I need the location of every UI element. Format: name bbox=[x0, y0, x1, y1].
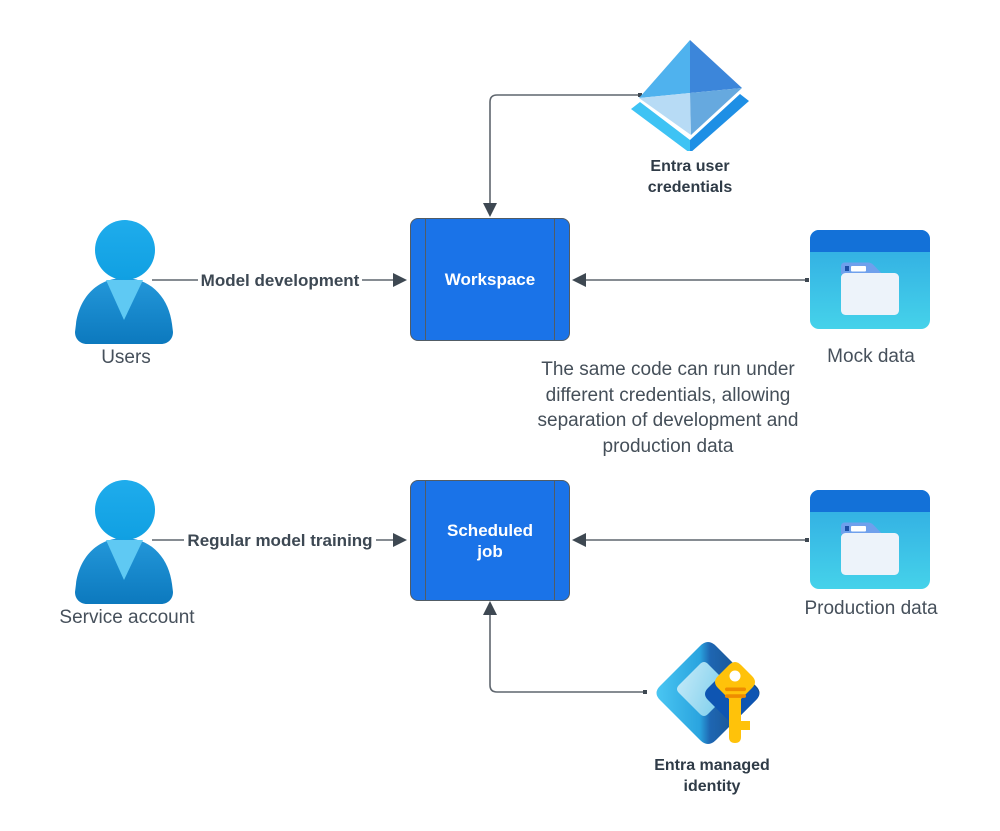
entra-user-credentials-caption-line2: credentials bbox=[647, 179, 733, 196]
arrowhead-into-scheduledjob-bottom bbox=[483, 601, 497, 615]
connector-start-dot bbox=[643, 690, 647, 694]
production-data-caption: Production data bbox=[804, 598, 938, 619]
arrowhead-into-scheduledjob-right bbox=[572, 533, 586, 547]
connector-start-dot bbox=[805, 278, 809, 282]
arrowhead-into-workspace-right bbox=[572, 273, 586, 287]
edge-entra-user-to-workspace bbox=[489, 94, 641, 203]
note-text: The same code can run under different cr… bbox=[537, 359, 799, 457]
connector-start-dot bbox=[638, 93, 642, 97]
entra-user-credentials-caption: Entra user credentials bbox=[620, 156, 760, 198]
entra-key-icon bbox=[656, 642, 760, 744]
entra-managed-identity-caption-line1: Entra managed bbox=[654, 757, 770, 774]
scheduled-job-label: Scheduled job bbox=[447, 520, 533, 561]
person-icon bbox=[75, 220, 173, 344]
workspace-process-box: Workspace bbox=[410, 218, 570, 341]
connector-start-dot bbox=[805, 538, 809, 542]
key-glyph bbox=[715, 662, 755, 743]
edge-managed-identity-to-scheduledjob bbox=[489, 614, 646, 693]
data-window-icon bbox=[810, 230, 930, 329]
users-caption: Users bbox=[101, 347, 151, 368]
arrowhead-into-workspace-left bbox=[393, 273, 407, 287]
entra-managed-identity-caption: Entra managed identity bbox=[632, 755, 792, 797]
scheduled-job-process-box: Scheduled job bbox=[410, 480, 570, 601]
arrowhead-into-scheduledjob-left bbox=[393, 533, 407, 547]
workspace-label: Workspace bbox=[444, 270, 536, 289]
person-icon bbox=[75, 480, 173, 604]
service-account-caption: Service account bbox=[59, 607, 195, 628]
data-window-icon bbox=[810, 490, 930, 589]
entra-user-credentials-caption-line1: Entra user bbox=[650, 158, 730, 175]
entra-pyramid-icon bbox=[631, 40, 749, 151]
arrowhead-into-workspace-top bbox=[483, 203, 497, 217]
entra-managed-identity-caption-line2: identity bbox=[683, 778, 741, 795]
mock-data-caption: Mock data bbox=[827, 346, 915, 367]
